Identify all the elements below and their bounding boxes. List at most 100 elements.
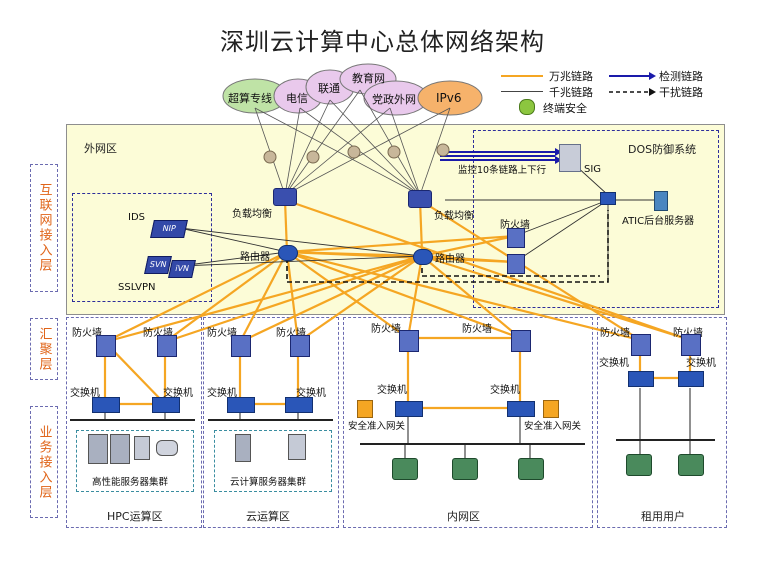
intranet-firewall-left-label: 防火墙 (371, 324, 401, 335)
rental-switch-left-label: 交换机 (599, 358, 629, 369)
router-right-icon (413, 249, 433, 265)
intranet-firewall-right-label: 防火墙 (462, 324, 492, 335)
load-balancer-right-label: 负载均衡 (434, 211, 474, 222)
rental-firewall-right-label: 防火墙 (673, 324, 703, 339)
security-gateway-right-label: 安全准入网关 (524, 421, 582, 432)
layer-label-business: 业务接入层 (30, 406, 58, 518)
atic-server-icon (654, 191, 668, 211)
rental-switch-left-icon (628, 371, 654, 387)
intranet-zone-label: 内网区 (447, 510, 480, 523)
load-balancer-left-label: 负载均衡 (232, 209, 272, 220)
intranet-switch-right-label: 交换机 (490, 385, 520, 396)
monitor-text: 监控10条链路上下行 (458, 165, 547, 176)
hpc-server-icon (134, 436, 150, 460)
detect-links (440, 151, 555, 161)
sig-label: SIG (584, 164, 602, 175)
hpc-zone-label: HPC运算区 (107, 510, 163, 523)
legend-interfere-swatch (609, 88, 656, 96)
rental-user-2-icon (678, 454, 704, 476)
sig-server-icon (559, 144, 581, 172)
hpc-switch-left-icon (92, 397, 120, 413)
cloud-label-edu: 教育网 (352, 72, 385, 85)
rental-zone (597, 317, 727, 528)
router-left-label: 路由器 (240, 252, 270, 263)
svn-device-icon: SVN (144, 256, 172, 274)
intranet-user-3-icon (518, 458, 544, 480)
rental-firewall-left-icon (631, 334, 651, 356)
intranet-switch-right-icon (507, 401, 535, 417)
rental-switch-right-label: 交换机 (686, 358, 716, 369)
gig-links-outer (179, 164, 660, 280)
security-gateway-left-label: 安全准入网关 (348, 421, 406, 432)
ids-vpn-zone (72, 193, 212, 302)
hpc-firewall-left-label: 防火墙 (72, 328, 102, 339)
outer-zone-label: 外网区 (84, 142, 117, 155)
interfere-links (286, 210, 609, 283)
layer-label-aggregation: 汇聚层 (30, 318, 58, 380)
legend-ten-gig-swatch (501, 75, 543, 77)
load-balancer-left-icon (273, 188, 297, 206)
firewall-outer-1-icon (507, 228, 525, 248)
sslvpn-label: SSLVPN (118, 282, 156, 293)
hpc-switch-left-label: 交换机 (70, 388, 100, 399)
hpc-switch-right-icon (152, 397, 180, 413)
rental-user-1-icon (626, 454, 652, 476)
hpc-firewall-right-icon (157, 335, 177, 357)
cloud-server-2-icon (288, 434, 306, 460)
legend-interfere-label: 干扰链路 (659, 86, 703, 99)
cloud-zone-label: 云运算区 (246, 510, 290, 523)
legend-gig-swatch (501, 91, 543, 92)
intranet-zone (343, 317, 593, 528)
internet-cloud (222, 63, 483, 116)
atic-label: ATIC后台服务器 (622, 216, 695, 227)
cloud-zone (203, 317, 339, 528)
layer-label-internet: 互联网接入层 (30, 164, 58, 292)
rental-firewall-right-icon (681, 334, 701, 356)
cloud-firewall-left-icon (231, 335, 251, 357)
shield-icon (519, 99, 535, 115)
cloud-firewall-left-label: 防火墙 (207, 328, 237, 339)
legend-security-label: 终端安全 (543, 102, 587, 115)
legend: 万兆链路 千兆链路 终端安全 检测链路 干扰链路 (497, 66, 757, 118)
ids-label: IDS (128, 212, 145, 223)
legend-detect-swatch (609, 72, 656, 80)
cloud-switch-left-icon (227, 397, 255, 413)
ivn-label: iVN (174, 264, 190, 273)
hpc-zone (66, 317, 202, 528)
router-right-label: 路由器 (435, 254, 465, 265)
cloud-firewall-right-icon (290, 335, 310, 357)
hpc-switch-right-label: 交换机 (163, 388, 193, 399)
ten-gig-links (103, 198, 692, 410)
rental-zone-label: 租用用户 (641, 510, 685, 523)
legend-ten-gig-label: 万兆链路 (549, 70, 593, 83)
security-gateway-right-icon (543, 400, 559, 418)
hpc-firewall-right-label: 防火墙 (143, 328, 173, 339)
hpc-storage-icon (156, 440, 178, 456)
cloud-label-gov: 党政外网 (372, 93, 416, 106)
page-title: 深圳云计算中心总体网络架构 (220, 28, 545, 56)
cloud-server-1-icon (235, 434, 251, 462)
cloud-switch-left-label: 交换机 (207, 388, 237, 399)
cloud-label-super: 超算专线 (228, 92, 272, 105)
gig-links-cloud (254, 89, 451, 196)
cloud-switch-right-label: 交换机 (296, 388, 326, 399)
load-balancer-right-icon (408, 190, 432, 208)
hpc-firewall-left-icon (96, 335, 116, 357)
nip-device-icon: NIP (150, 220, 188, 238)
firewall-outer-label: 防火墙 (500, 220, 530, 231)
ivn-device-icon: iVN (168, 260, 196, 278)
cloud-cluster-box (214, 430, 332, 492)
firewall-outer-2-icon (507, 254, 525, 274)
cloud-switch-right-icon (285, 397, 313, 413)
hpc-cluster-label: 高性能服务器集群 (92, 477, 169, 488)
intranet-firewall-left-icon (399, 330, 419, 352)
cloud-label-ipv6: IPv6 (436, 91, 462, 105)
intranet-switch-left-icon (395, 401, 423, 417)
rental-switch-right-icon (678, 371, 704, 387)
intranet-switch-left-label: 交换机 (377, 385, 407, 396)
legend-detect-label: 检测链路 (659, 70, 703, 83)
router-left-icon (278, 245, 298, 261)
hpc-rack-2-icon (110, 434, 130, 464)
intranet-user-2-icon (452, 458, 478, 480)
cloud-label-unicom: 联通 (318, 82, 340, 95)
